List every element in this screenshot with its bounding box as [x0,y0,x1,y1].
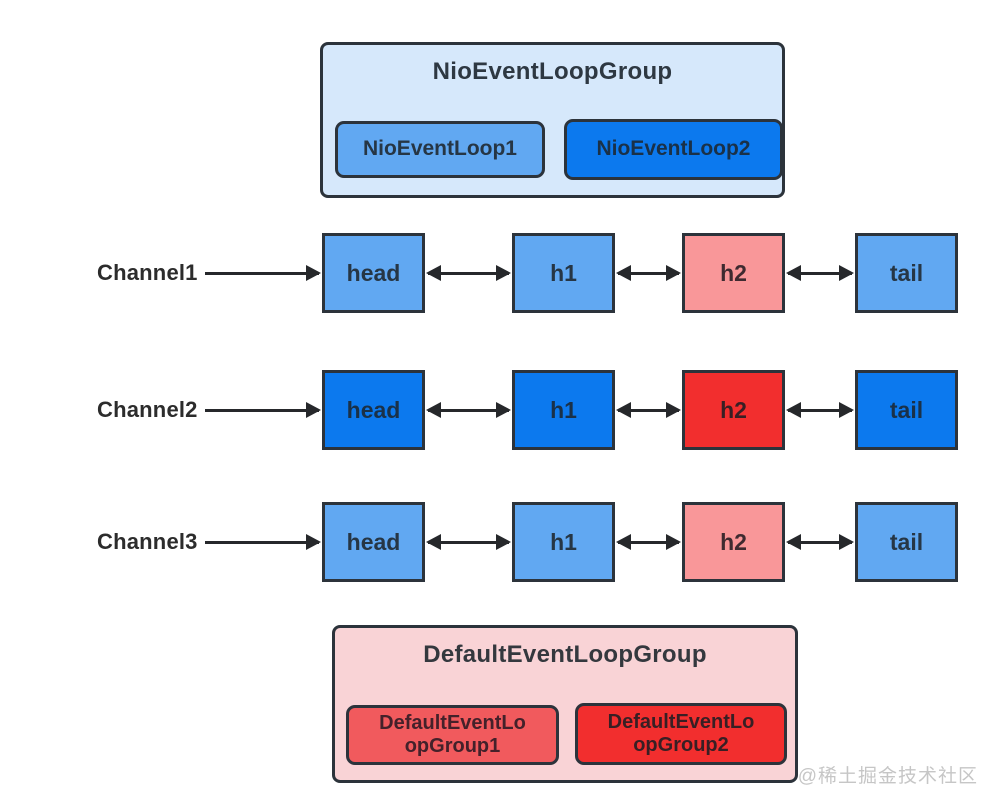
channel1-node-h2: h2 [682,233,785,313]
default-event-loop-group-1-box: DefaultEventLoopGroup1 [346,705,559,765]
channel2-node-h1: h1 [512,370,615,450]
double-arrow-icon [788,540,852,544]
double-arrow-icon [618,408,679,412]
double-arrow-icon [428,540,509,544]
right-arrow-icon [205,271,319,275]
channel1-label: Channel1 [97,260,198,285]
channel2-label: Channel2 [97,397,198,422]
channel1-node-tail: tail [855,233,958,313]
nio-event-loop-group-title: NioEventLoopGroup [432,58,673,85]
default-event-loop-group-2-box: DefaultEventLoopGroup2 [575,703,787,765]
nio-event-loop-2-box: NioEventLoop2 [564,119,783,180]
channel3-node-tail: tail [855,502,958,582]
channel3-node-h2: h2 [682,502,785,582]
channel3-label: Channel3 [97,529,198,554]
double-arrow-icon [618,271,679,275]
double-arrow-icon [428,271,509,275]
right-arrow-icon [205,408,319,412]
default-event-loop-group-title: DefaultEventLoopGroup [423,641,707,668]
nio-event-loop-group-box: NioEventLoopGroup NioEventLoop1 NioEvent… [320,42,785,198]
watermark-text: @稀土掘金技术社区 [797,766,978,787]
channel2-node-h2: h2 [682,370,785,450]
channel1-row: Channel1 head h1 h2 tail [0,233,996,313]
double-arrow-icon [788,271,852,275]
channel1-node-h1: h1 [512,233,615,313]
nio-event-loop-1-box: NioEventLoop1 [335,121,545,178]
double-arrow-icon [618,540,679,544]
channel2-node-head: head [322,370,425,450]
channel3-node-head: head [322,502,425,582]
channel2-row: Channel2 head h1 h2 tail [0,370,996,450]
double-arrow-icon [428,408,509,412]
default-event-loop-group-box: DefaultEventLoopGroup DefaultEventLoopGr… [332,625,798,783]
channel3-node-h1: h1 [512,502,615,582]
channel3-row: Channel3 head h1 h2 tail [0,502,996,582]
right-arrow-icon [205,540,319,544]
channel1-node-head: head [322,233,425,313]
double-arrow-icon [788,408,852,412]
channel2-node-tail: tail [855,370,958,450]
